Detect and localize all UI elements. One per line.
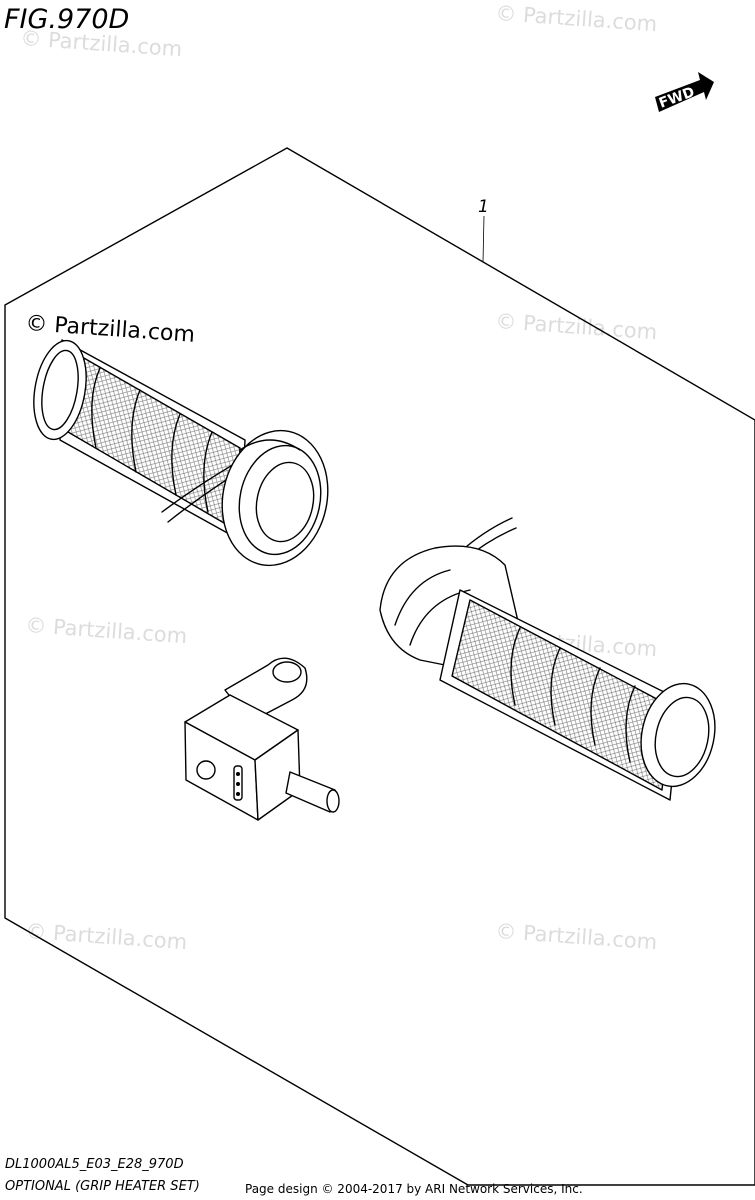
watermarks: © Partzilla.com © Partzilla.com © Partzi… (20, 1, 658, 954)
heater-switch (184, 657, 340, 821)
callout-number: 1 (478, 197, 489, 217)
fwd-label: FWD (657, 84, 697, 112)
left-grip-heater (33, 339, 329, 567)
right-grip-heater (379, 517, 716, 801)
forward-arrow-icon: FWD (655, 72, 714, 112)
watermark-text: © Partzilla.com (25, 613, 188, 648)
kit-outline (4, 147, 755, 1186)
watermark-text: © Partzilla.com (495, 309, 658, 344)
watermark-text: © Partzilla.com (25, 919, 188, 954)
copyright-text: Page design © 2004-2017 by ARI Network S… (245, 1182, 583, 1196)
model-code: DL1000AL5_E03_E28_970D (5, 1157, 184, 1172)
watermark-text: © Partzilla.com (495, 919, 658, 954)
figure-caption: OPTIONAL (GRIP HEATER SET) (5, 1179, 200, 1194)
part-callout: 1 (478, 197, 489, 263)
watermark-prominent: © Partzilla.com (25, 311, 196, 348)
figure-title: FIG.970D (4, 4, 129, 35)
footer: DL1000AL5_E03_E28_970D OPTIONAL (GRIP HE… (5, 1157, 583, 1196)
watermark-text: © Partzilla.com (495, 1, 658, 36)
